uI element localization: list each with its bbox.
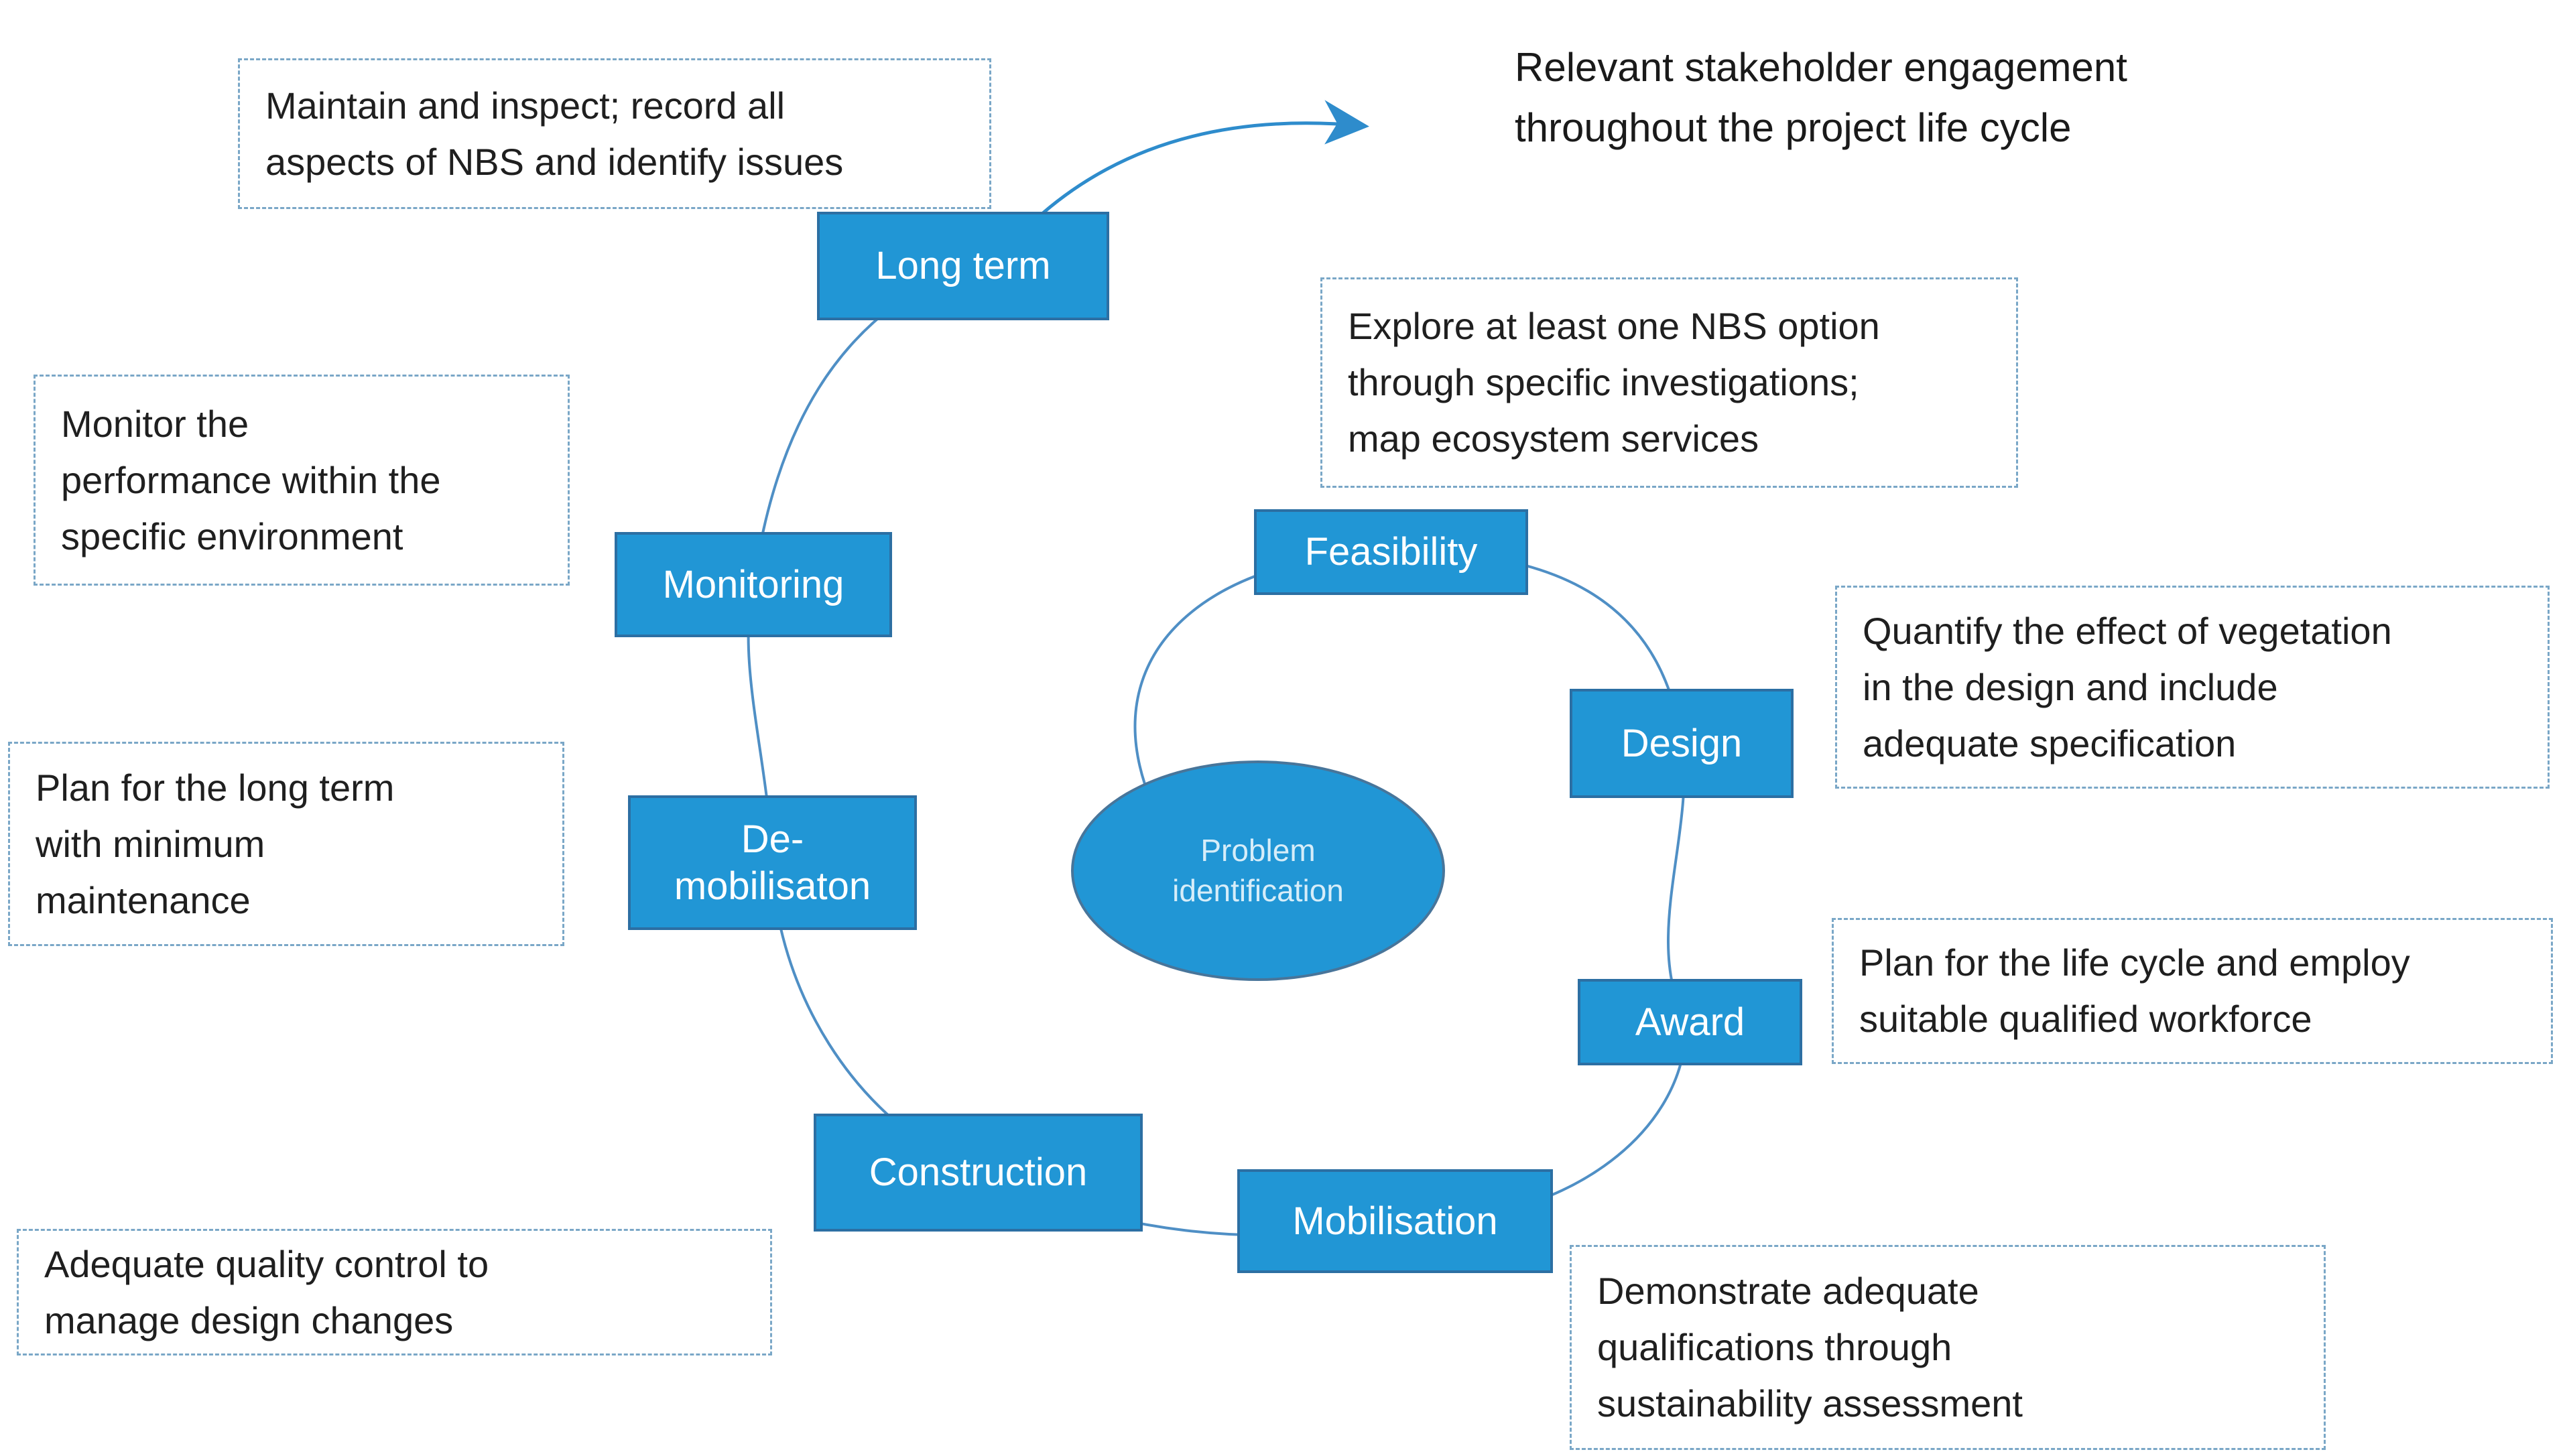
note-quality-control: Adequate quality control to manage desig…: [17, 1229, 772, 1355]
stage-box-mobilisation: Mobilisation: [1237, 1169, 1553, 1273]
stage-box-design: Design: [1570, 689, 1794, 798]
note-explore-nbs-option: Explore at least one NBS option through …: [1320, 277, 2018, 488]
note-monitor-performance: Monitor the performance within the speci…: [34, 375, 570, 586]
stakeholder-engagement-note: Relevant stakeholder engagement througho…: [1515, 45, 2127, 150]
stage-box-long-term: Long term: [817, 212, 1109, 320]
stage-box-de-mobilisaton: De- mobilisaton: [628, 795, 917, 930]
stage-box-monitoring: Monitoring: [615, 532, 892, 637]
stage-box-construction: Construction: [814, 1114, 1143, 1232]
note-plan-long-term: Plan for the long term with minimum main…: [8, 742, 564, 946]
note-quantify-vegetation: Quantify the effect of vegetation in the…: [1835, 586, 2550, 789]
stage-box-award: Award: [1578, 979, 1802, 1065]
note-plan-life-cycle: Plan for the life cycle and employ suita…: [1832, 918, 2553, 1064]
stage-box-feasibility: Feasibility: [1254, 509, 1528, 595]
stakeholder-arrow: [1042, 100, 1369, 214]
note-maintain-inspect: Maintain and inspect; record all aspects…: [238, 58, 991, 209]
problem-identification-ellipse: Problem identification: [1071, 760, 1445, 981]
note-demonstrate-qualifications: Demonstrate adequate qualifications thro…: [1570, 1245, 2326, 1450]
